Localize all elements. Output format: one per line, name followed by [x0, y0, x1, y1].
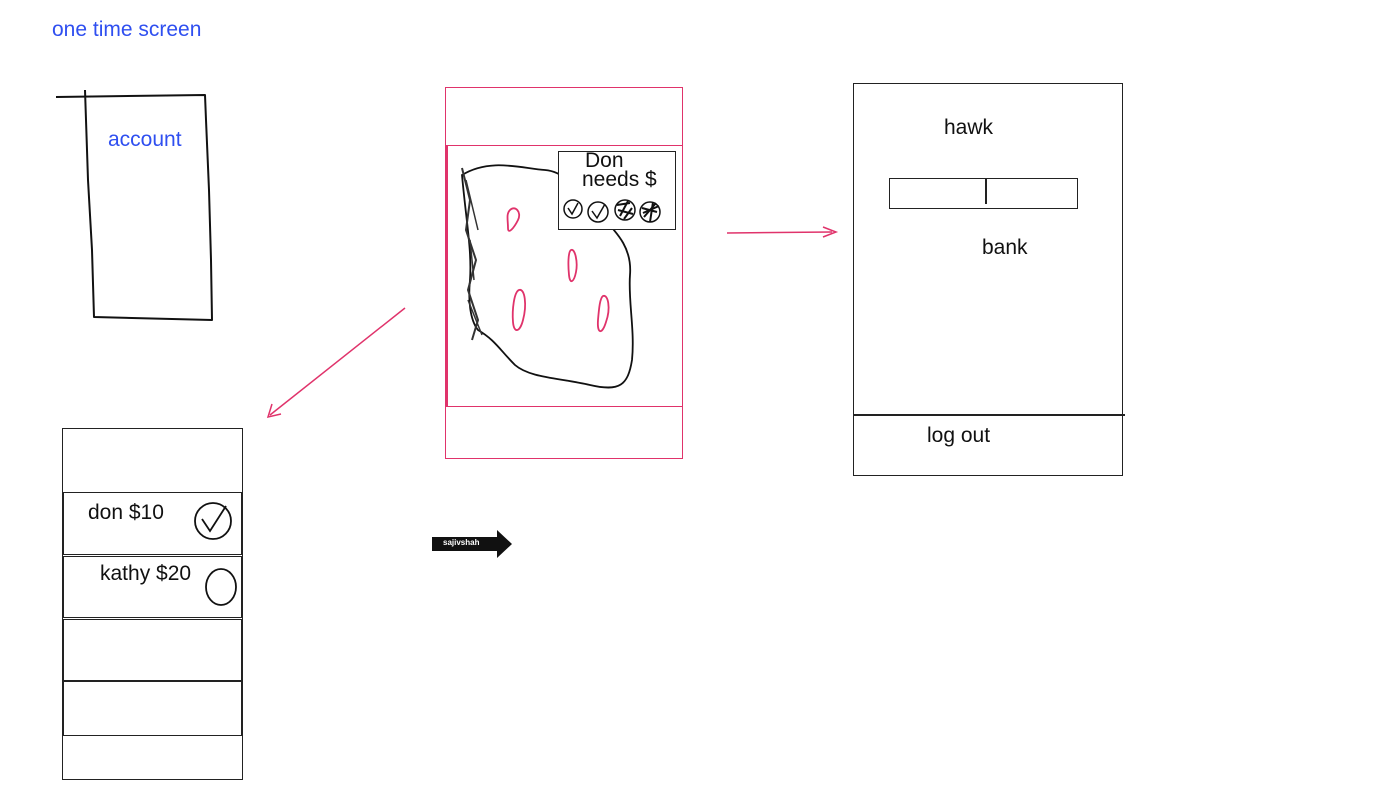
list-item-empty[interactable] — [63, 681, 242, 736]
list-item[interactable] — [63, 492, 242, 555]
list-item-empty[interactable] — [63, 619, 242, 681]
account-label: account — [108, 128, 182, 151]
profile-screen — [853, 83, 1123, 476]
map-screen-left-edge — [445, 146, 448, 406]
bank-label: bank — [982, 236, 1028, 259]
list-item[interactable] — [63, 556, 242, 618]
page-title: one time screen — [52, 18, 202, 41]
profile-footer-divider — [853, 414, 1125, 416]
map-screen — [445, 87, 683, 459]
list-screen — [62, 428, 243, 780]
logout-button[interactable]: log out — [927, 424, 991, 447]
bank-balance-field[interactable] — [889, 178, 1078, 209]
popup-name: Don — [585, 149, 624, 172]
profile-name: hawk — [944, 116, 994, 139]
map-screen-footer-divider — [445, 406, 683, 407]
popup-message: needs $ — [582, 168, 657, 191]
watermark-text: sajivshah — [443, 538, 480, 547]
map-screen-header-divider — [445, 145, 683, 146]
bank-field-divider — [985, 178, 987, 204]
list-item-label: kathy $20 — [100, 562, 192, 585]
list-item-label: don $10 — [88, 501, 164, 524]
